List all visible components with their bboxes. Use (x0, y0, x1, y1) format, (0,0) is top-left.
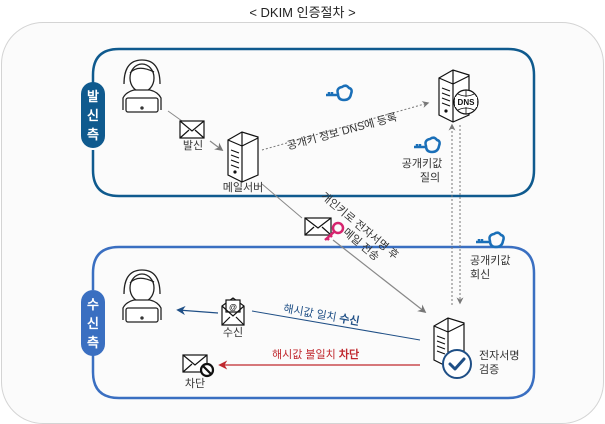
block-label: 차단 (184, 378, 206, 390)
sender-zone-border (91, 47, 536, 198)
sender-tab-char-3: 측 (87, 126, 99, 142)
block-icon (199, 362, 215, 378)
transfer-arrow (332, 239, 427, 314)
public-key-reply-icon (476, 231, 505, 249)
send-envelope-icon (179, 120, 205, 139)
reply-label-line1: 공개키값 (470, 255, 511, 267)
query-label-line2: 질의 (419, 172, 441, 184)
receiver-zone-border (91, 245, 536, 400)
dns-server-icon (438, 69, 479, 123)
dns-label: DNS (458, 98, 476, 107)
reject-label: 해시값 불일치 차단 (272, 346, 359, 362)
receiver-tab-char-2: 신 (87, 315, 99, 331)
sender-side-tab: 발 신 측 (81, 82, 105, 148)
sender-person-icon (122, 59, 162, 113)
accept-label-bold: 수신 (338, 312, 361, 329)
reject-label-bold: 차단 (338, 349, 360, 361)
accept-arrow (176, 306, 219, 316)
check-icon (442, 349, 472, 379)
mail-server-icon (227, 131, 259, 183)
diagram-title: < DKIM 인증절차 > (249, 5, 356, 20)
received-envelope-icon (221, 297, 245, 326)
private-key-icon (324, 221, 345, 241)
at-sign-icon: @ (229, 303, 237, 312)
receiver-tab-char-3: 측 (87, 334, 99, 350)
verify-label-line1: 전자서명 (479, 350, 520, 362)
query-label-line1: 공개키값 (401, 158, 443, 170)
sender-tab-char-2: 신 (87, 107, 99, 123)
receiver-person-icon (122, 269, 162, 323)
verify-label-line2: 검증 (479, 364, 500, 376)
accept-line (251, 310, 421, 341)
receiver-side-tab: 수 신 측 (81, 290, 105, 356)
register-arrow (261, 101, 430, 151)
reply-label-line2: 회신 (470, 269, 491, 281)
send-line (167, 110, 183, 122)
transfer-line (261, 183, 303, 219)
send-arrow (209, 140, 224, 152)
reject-label-text: 해시값 불일치 (272, 349, 339, 361)
transfer-envelope-icon (304, 217, 332, 236)
send-label: 발신 (182, 140, 204, 152)
sender-tab-char-1: 발 (87, 88, 99, 104)
receiver-tab-char-1: 수 (87, 296, 99, 312)
public-key-query-icon (414, 136, 441, 154)
mail-server-label: 메일서버 (222, 182, 264, 194)
receive-label: 수신 (222, 327, 244, 339)
public-key-register-icon (326, 84, 353, 102)
